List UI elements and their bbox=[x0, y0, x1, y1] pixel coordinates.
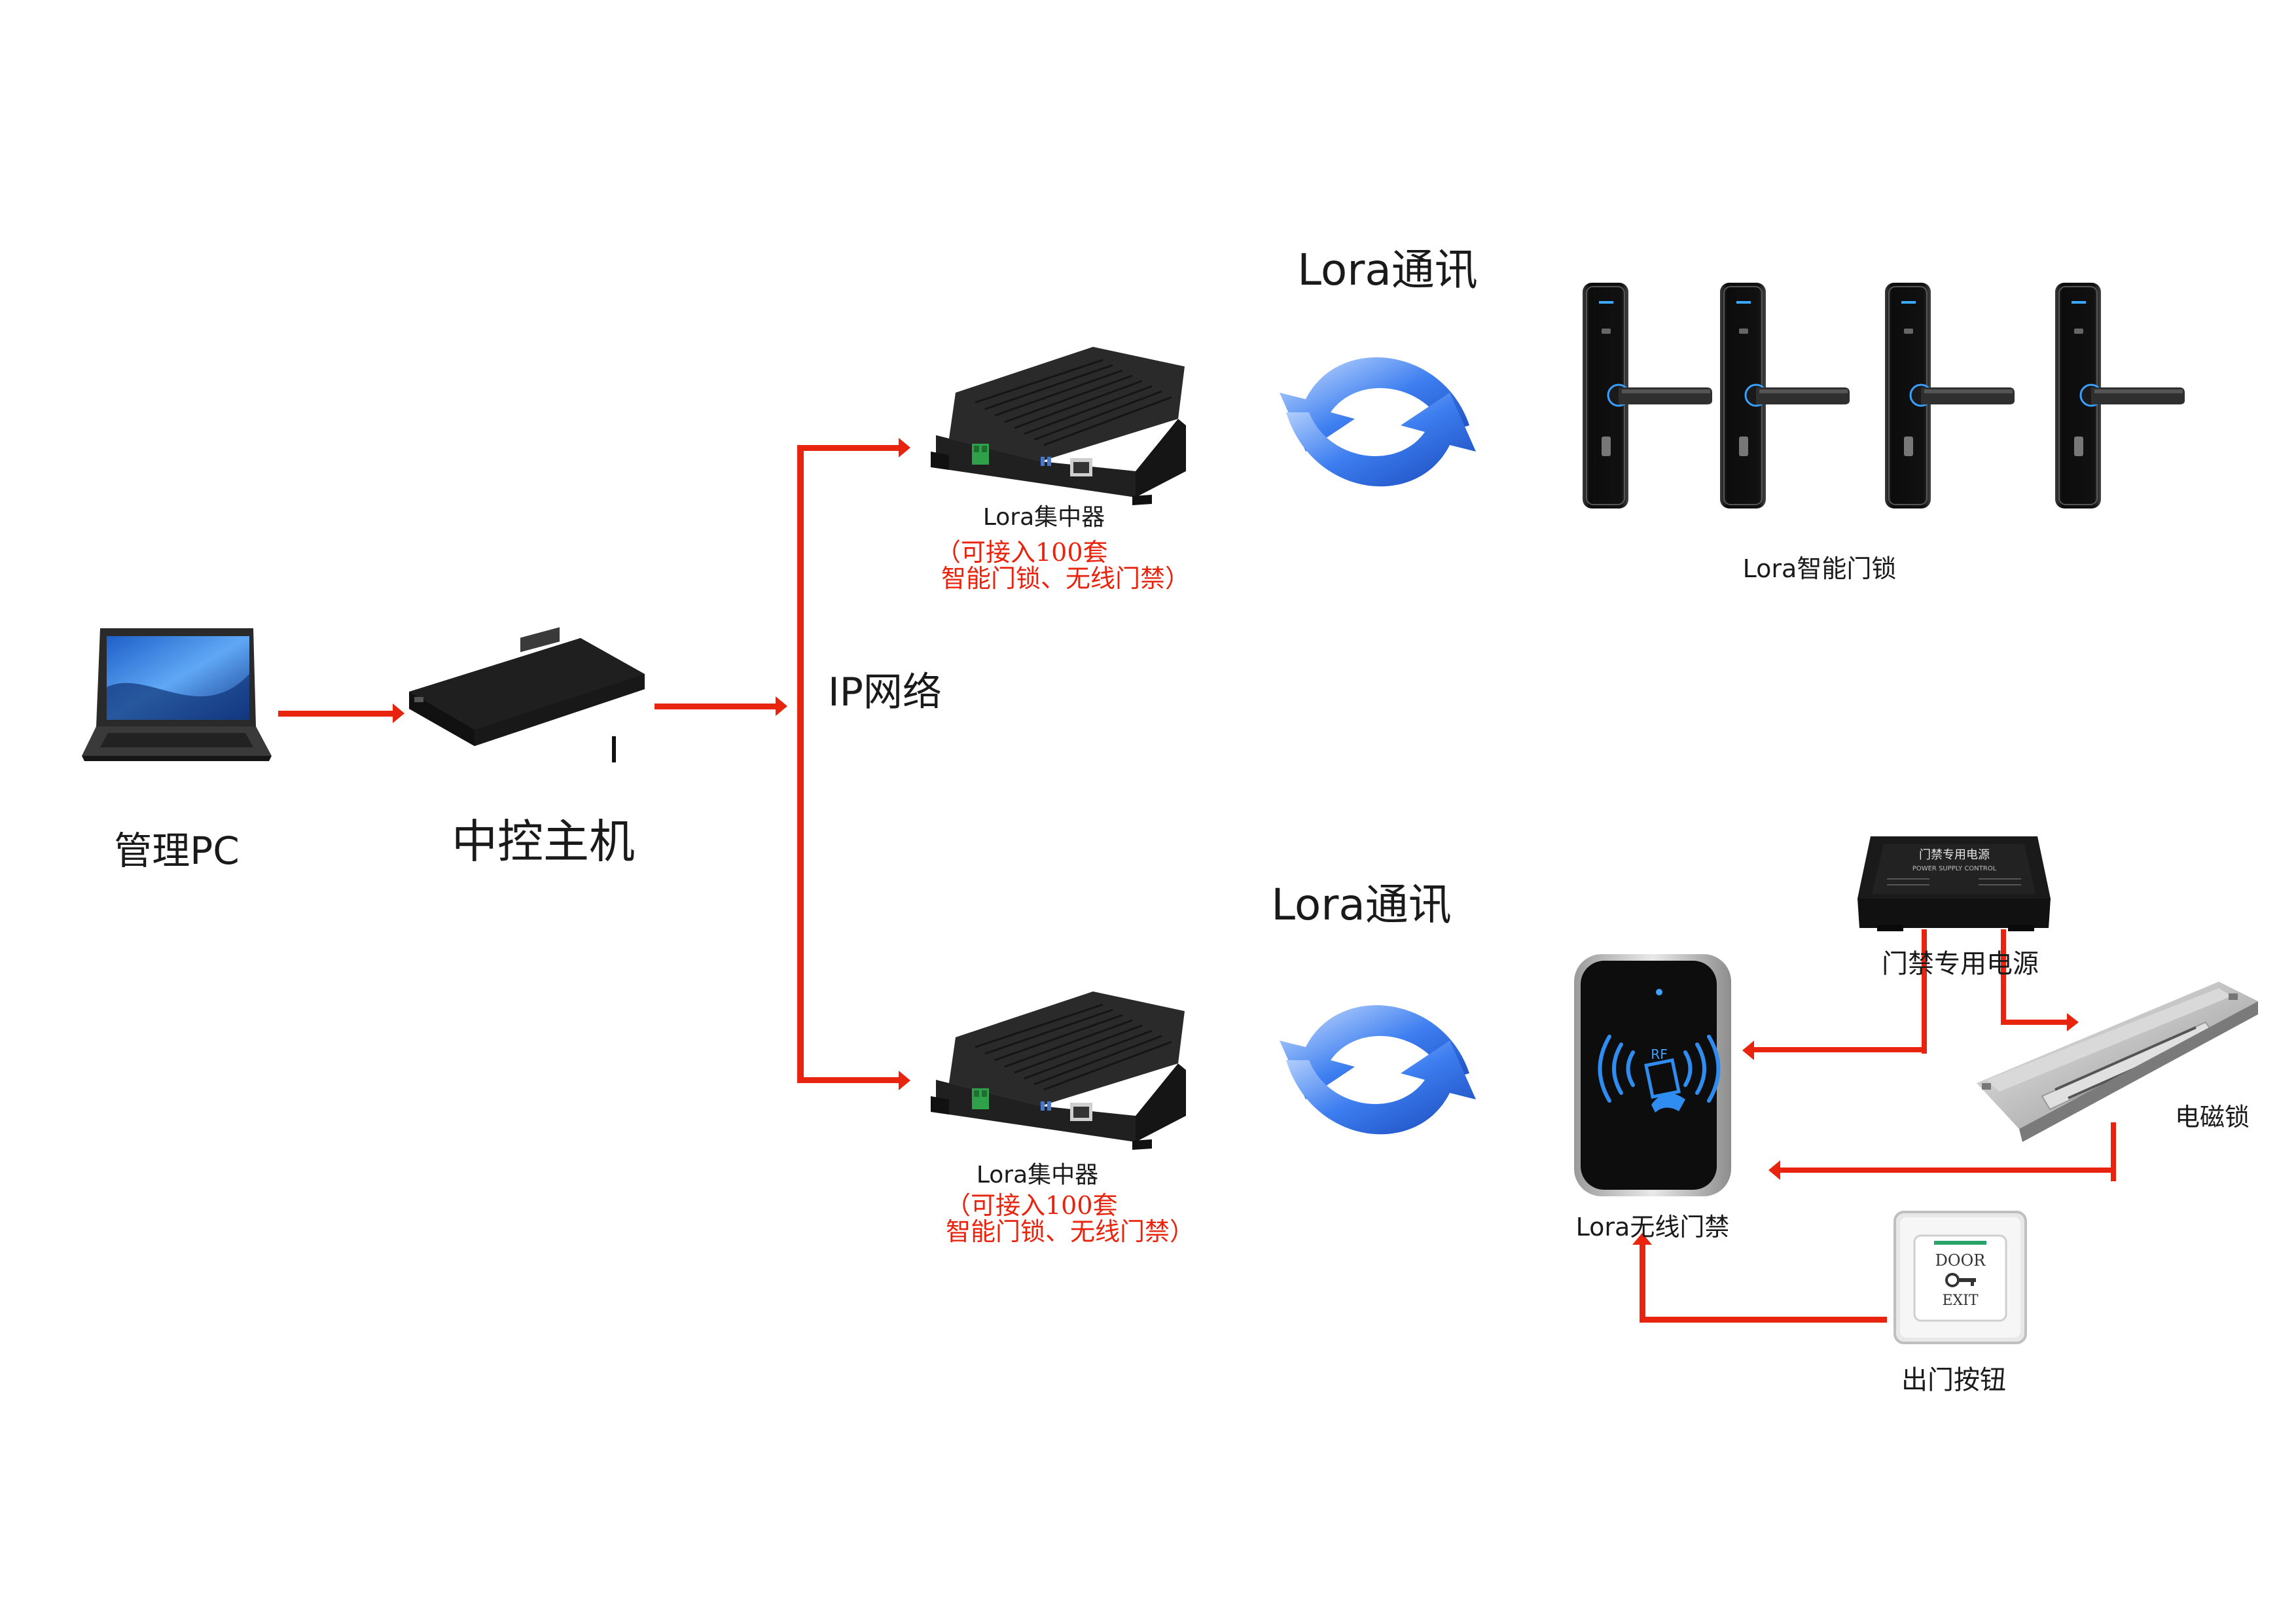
lora-comm-bottom-label: Lora通讯 bbox=[1271, 880, 1452, 930]
svg-text:POWER SUPPLY CONTROL: POWER SUPPLY CONTROL bbox=[1912, 865, 1997, 872]
smart-lock-icon-4 bbox=[2054, 281, 2186, 510]
sync-arrows-bottom-icon bbox=[1280, 1005, 1476, 1135]
exit-button-icon: DOOR EXIT bbox=[1893, 1211, 2027, 1344]
host-label: 中控主机 bbox=[452, 815, 635, 868]
lora-hub-top-icon bbox=[929, 346, 1187, 507]
pc-label: 管理PC bbox=[114, 829, 239, 873]
server-host-icon bbox=[409, 627, 645, 762]
power-supply-label: 门禁专用电源 bbox=[1882, 949, 2039, 979]
smart-locks-label: Lora智能门锁 bbox=[1743, 554, 1897, 583]
ip-network-label: IP网络 bbox=[828, 669, 942, 715]
wireless-access-label: Lora无线门禁 bbox=[1576, 1213, 1730, 1241]
svg-text:DOOR: DOOR bbox=[1935, 1251, 1986, 1270]
svg-text:EXIT: EXIT bbox=[1942, 1293, 1978, 1309]
connection-lines bbox=[278, 438, 2116, 1323]
lora-comm-top-label: Lora通讯 bbox=[1297, 245, 1478, 295]
magnetic-lock-label: 电磁锁 bbox=[2175, 1103, 2250, 1132]
hub-top-caption-line1: （可接入100套 bbox=[936, 538, 1108, 567]
hub-top-caption-line2: 智能门锁、无线门禁） bbox=[941, 564, 1190, 593]
wireless-access-reader-icon: RF bbox=[1574, 954, 1731, 1196]
hub-bottom-caption-line2: 智能门锁、无线门禁） bbox=[946, 1217, 1194, 1246]
exit-button-label: 出门按钮 bbox=[1901, 1365, 2006, 1395]
smart-lock-icon-3 bbox=[1884, 281, 2016, 510]
hub-top-label: Lora集中器 bbox=[983, 504, 1105, 531]
power-supply-icon: 门禁专用电源 POWER SUPPLY CONTROL bbox=[1857, 836, 2051, 931]
laptop-icon bbox=[82, 628, 272, 761]
hub-bottom-label: Lora集中器 bbox=[977, 1162, 1098, 1188]
sync-arrows-top-icon bbox=[1280, 357, 1476, 487]
svg-text:RF: RF bbox=[1651, 1046, 1667, 1062]
smart-lock-icon-2 bbox=[1719, 281, 1851, 510]
smart-lock-icon-1 bbox=[1581, 281, 1713, 510]
svg-text:门禁专用电源: 门禁专用电源 bbox=[1919, 848, 1990, 862]
hub-bottom-caption-line1: （可接入100套 bbox=[946, 1191, 1118, 1220]
magnetic-lock-icon bbox=[1977, 982, 2258, 1142]
lora-hub-bottom-icon bbox=[929, 990, 1187, 1151]
